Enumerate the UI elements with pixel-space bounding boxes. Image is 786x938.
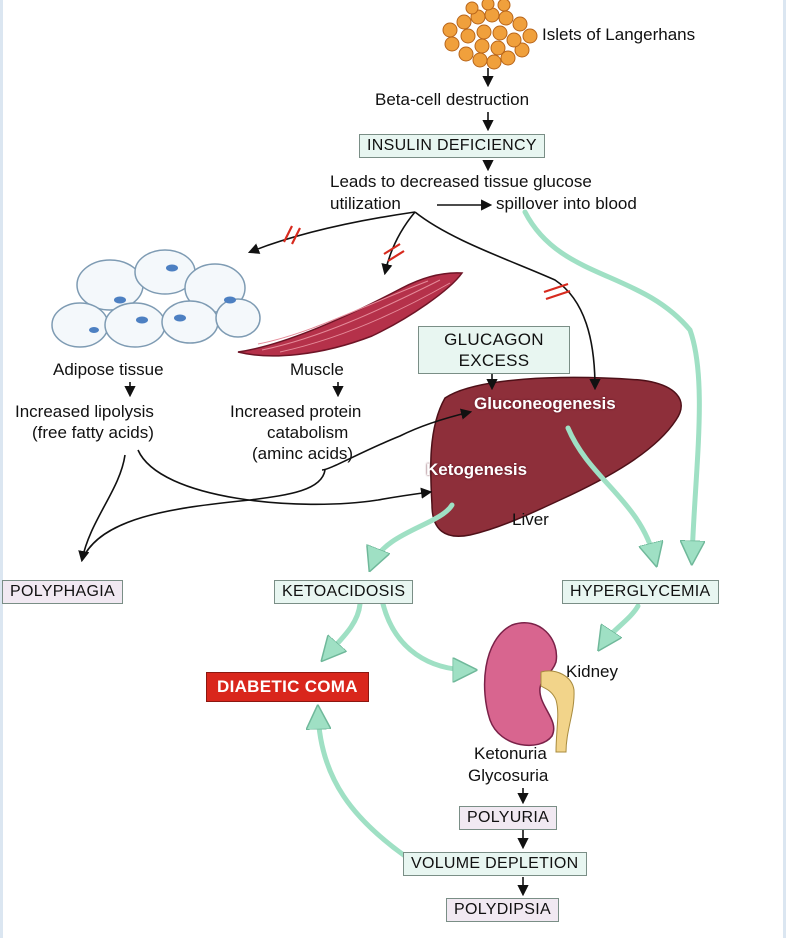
kidney-illustration [483, 622, 575, 753]
left-edge [0, 0, 3, 938]
hyperglycemia-box: HYPERGLYCEMIA [562, 580, 719, 604]
polyphagia-box: POLYPHAGIA [2, 580, 123, 604]
protein-line1: Increased protein [230, 402, 362, 421]
liver-illustration [429, 376, 682, 537]
adipose-label: Adipose tissue [53, 360, 164, 379]
glucagon-box: GLUCAGON EXCESS [418, 326, 570, 374]
protein-line2: catabolism [267, 423, 349, 442]
ketonuria-label: Ketonuria [474, 744, 547, 763]
polyuria-box: POLYURIA [459, 806, 558, 830]
liver-label: Liver [512, 510, 549, 529]
insulin-deficiency-box: INSULIN DEFICIENCY [359, 134, 545, 158]
glucagon-line1: GLUCAGON [444, 330, 544, 349]
glycosuria-label: Glycosuria [468, 766, 549, 785]
kidney-label: Kidney [566, 662, 618, 681]
ketogenesis-label: Ketogenesis [426, 460, 528, 479]
spillover-label: spillover into blood [496, 194, 637, 213]
muscle-illustration [237, 272, 464, 357]
muscle-label: Muscle [290, 360, 344, 379]
right-edge [783, 0, 786, 938]
islets-illustration [442, 0, 538, 70]
diabetic-coma-box: DIABETIC COMA [206, 672, 369, 702]
leads-line2: utilization [330, 194, 401, 213]
glucagon-line2: EXCESS [458, 351, 530, 370]
beta-cell-label: Beta-cell destruction [375, 90, 530, 109]
green-arrows [318, 209, 699, 859]
islets-label: Islets of Langerhans [542, 25, 696, 44]
lipolysis-line2: (free fatty acids) [32, 423, 154, 442]
lipolysis-line1: Increased lipolysis [15, 402, 154, 421]
protein-line3: (aminc acids) [252, 444, 354, 463]
gluconeogenesis-label: Gluconeogenesis [474, 394, 616, 413]
block-marks [283, 225, 571, 301]
adipose-illustration [51, 249, 261, 348]
volume-depletion-box: VOLUME DEPLETION [403, 852, 587, 876]
ketoacidosis-box: KETOACIDOSIS [274, 580, 414, 604]
polydipsia-box: POLYDIPSIA [446, 898, 559, 922]
black-arrows [78, 68, 601, 897]
leads-line1: Leads to decreased tissue glucose [330, 172, 592, 191]
